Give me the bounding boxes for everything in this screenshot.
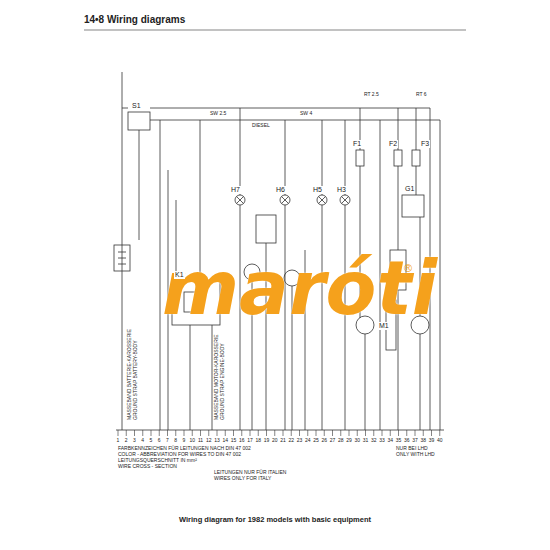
terminal-number: 37	[412, 438, 418, 444]
terminal-number: 15	[231, 438, 237, 444]
terminal-number: 8	[174, 438, 177, 444]
legend-note: ONLY WITH LHD	[396, 452, 435, 458]
legend-note: WIRES ONLY FOR ITALY	[214, 476, 271, 482]
terminal-number: 10	[189, 438, 195, 444]
legend-note: FARBKENNZEICHEN FÜR LEITUNGEN NACH DIN 4…	[118, 446, 251, 452]
terminal-number: 9	[183, 438, 186, 444]
component-label: H5	[312, 186, 323, 194]
ground-note: MASSEBAND MOTOR-KAROSSERIE	[214, 335, 220, 420]
terminal-number: 26	[321, 438, 327, 444]
terminal-number: 32	[371, 438, 377, 444]
terminal-number: 6	[158, 438, 161, 444]
wire-code: SW 2.5	[210, 111, 226, 117]
terminal-number: 13	[214, 438, 220, 444]
watermark-mark: ®	[404, 262, 412, 274]
terminal-number: 34	[387, 438, 393, 444]
terminal-number: 11	[198, 438, 203, 444]
component-label: S1	[131, 102, 142, 110]
terminal-number: 12	[206, 438, 212, 444]
terminal-number: 18	[255, 438, 261, 444]
terminal-number: 20	[272, 438, 278, 444]
legend-note: LEITUNGEN NUR FÜR ITALIEN	[214, 470, 286, 476]
terminal-number: 16	[239, 438, 245, 444]
terminal-number: 3	[133, 438, 136, 444]
legend-note: COLOR - ABBREVIATION FOR WIRES TO DIN 47…	[118, 452, 241, 458]
terminal-number: 30	[354, 438, 360, 444]
terminal-number: 2	[125, 438, 128, 444]
component-label: F3	[420, 140, 430, 148]
terminal-number: 29	[346, 438, 352, 444]
terminal-number: 17	[247, 438, 253, 444]
ground-note: GROUND STRAP BATTERY-BODY	[133, 340, 139, 420]
terminal-number: 1	[117, 438, 120, 444]
wire-code: SW 4	[300, 111, 312, 117]
wire-code: DIESEL	[252, 123, 270, 129]
terminal-number: 35	[396, 438, 402, 444]
figure-caption: Wiring diagram for 1982 models with basi…	[0, 516, 550, 524]
ground-note: GROUND STRAP ENGINE-BODY	[220, 343, 226, 420]
terminal-number: 40	[437, 438, 443, 444]
terminal-number: 14	[222, 438, 228, 444]
component-label: H7	[230, 186, 241, 194]
legend-note: LEITUNGSQUERSCHNITT IN mm²	[118, 458, 197, 464]
legend-note: WIRE CROSS - SECTION	[118, 464, 177, 470]
terminal-number: 25	[313, 438, 319, 444]
terminal-number: 23	[297, 438, 303, 444]
terminal-number: 22	[288, 438, 294, 444]
ground-note: MASSEBAND BATTERIE-KAROSSERIE	[127, 329, 133, 420]
terminal-number: 7	[166, 438, 169, 444]
terminal-number: 28	[338, 438, 344, 444]
watermark: maróti	[162, 248, 437, 329]
component-label: K1	[174, 271, 185, 279]
terminal-number: 39	[429, 438, 435, 444]
component-label: H3	[336, 186, 347, 194]
terminal-number: 19	[264, 438, 270, 444]
terminal-number: 31	[363, 438, 369, 444]
component-label: M1	[378, 322, 390, 330]
component-label: F2	[388, 140, 398, 148]
page-header: 14•8 Wiring diagrams	[84, 14, 185, 25]
terminal-number: 24	[305, 438, 311, 444]
terminal-number: 38	[420, 438, 426, 444]
component-label: F1	[352, 140, 362, 148]
wire-code: RT 2.5	[364, 92, 379, 98]
terminal-number: 5	[150, 438, 153, 444]
wire-code: RT 6	[416, 92, 427, 98]
terminal-number: 21	[280, 438, 286, 444]
terminal-number: 33	[379, 438, 385, 444]
terminal-number: 36	[404, 438, 410, 444]
legend-note: NUR BEI LHD	[396, 446, 428, 452]
component-label: G1	[404, 185, 415, 193]
terminal-number: 4	[141, 438, 144, 444]
component-label: H6	[275, 186, 286, 194]
terminal-number: 27	[330, 438, 336, 444]
